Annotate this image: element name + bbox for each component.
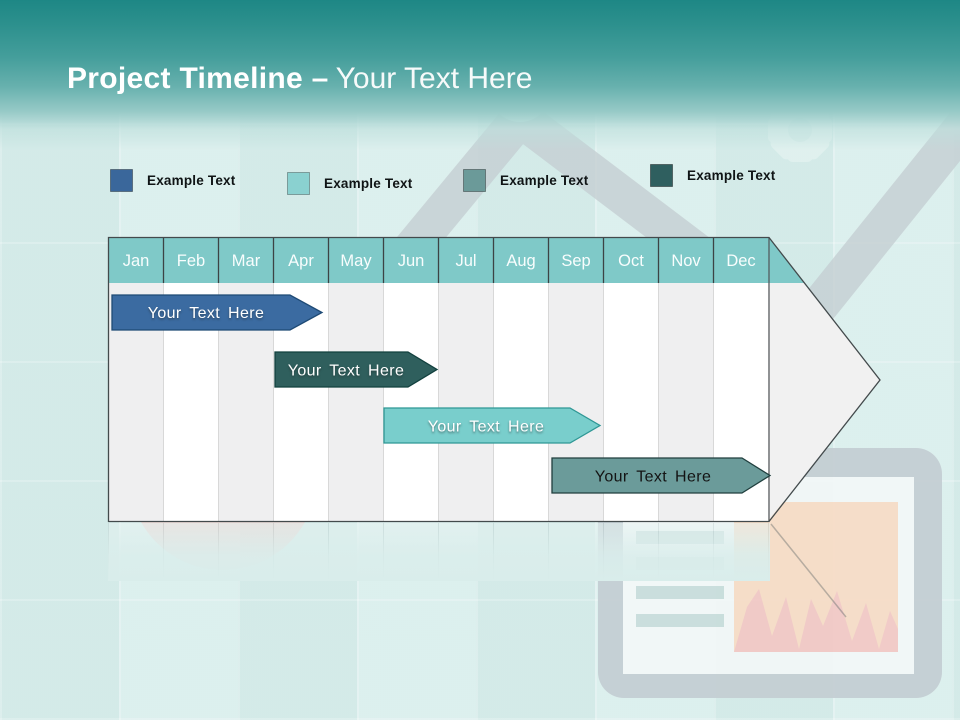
month-label: Dec <box>726 252 755 270</box>
legend-label: Example Text <box>324 176 413 191</box>
timeline-arrow-head <box>768 238 880 521</box>
tablet-mountain-chart <box>734 589 898 652</box>
legend-swatch-rect <box>287 172 310 195</box>
legend-label: Example Text <box>500 173 589 188</box>
bar-shape <box>274 351 439 388</box>
month-label: Jul <box>455 252 476 270</box>
legend-swatch <box>650 164 673 187</box>
month-label: Nov <box>671 252 701 270</box>
month-header-band <box>108 237 804 283</box>
legend-swatch <box>110 169 133 192</box>
timeline-bar-1: Your Text Here <box>111 294 324 331</box>
legend-item: Example Text <box>650 164 775 187</box>
month-label: Jun <box>398 252 425 270</box>
month-column <box>493 283 549 522</box>
legend-item: Example Text <box>110 169 235 192</box>
month-label: Jan <box>123 252 150 270</box>
header-separators <box>162 238 715 283</box>
timeline-bar-4: Your Text Here <box>551 457 772 494</box>
month-label: Sep <box>561 252 590 270</box>
legend-swatch-rect <box>110 169 133 192</box>
legend-swatch <box>287 172 310 195</box>
bar-shape <box>383 407 602 444</box>
bar-shape <box>111 294 324 331</box>
month-label: Feb <box>177 252 205 270</box>
month-label: Oct <box>618 252 644 270</box>
legend-item: Example Text <box>287 172 412 195</box>
timeline-outline <box>107 236 881 523</box>
reflection-line <box>770 523 847 618</box>
column-separators <box>163 283 714 521</box>
legend-label: Example Text <box>687 168 776 183</box>
timeline-bar-3: Your Text Here <box>383 407 602 444</box>
legend-swatch-rect <box>463 169 486 192</box>
month-label: Mar <box>232 252 261 270</box>
legend-swatch-rect <box>650 164 673 187</box>
month-labels: Jan Feb Mar Apr May Jun Jul Aug Sep Oct … <box>123 252 756 270</box>
legend-item: Example Text <box>463 169 588 192</box>
month-column <box>383 283 439 522</box>
month-column <box>328 283 384 522</box>
bar-label: Your Text Here <box>148 305 265 322</box>
bar-label: Your Text Here <box>428 419 545 436</box>
legend-swatch <box>463 169 486 192</box>
month-column <box>438 283 494 522</box>
month-label: Aug <box>506 252 535 270</box>
month-label: Apr <box>288 252 314 270</box>
month-label: May <box>340 252 372 270</box>
bar-label: Your Text Here <box>595 469 712 486</box>
bar-label: Your Text Here <box>288 363 405 380</box>
bar-shape <box>551 457 772 494</box>
legend-label: Example Text <box>147 173 236 188</box>
timeline-bar-2: Your Text Here <box>274 351 439 388</box>
